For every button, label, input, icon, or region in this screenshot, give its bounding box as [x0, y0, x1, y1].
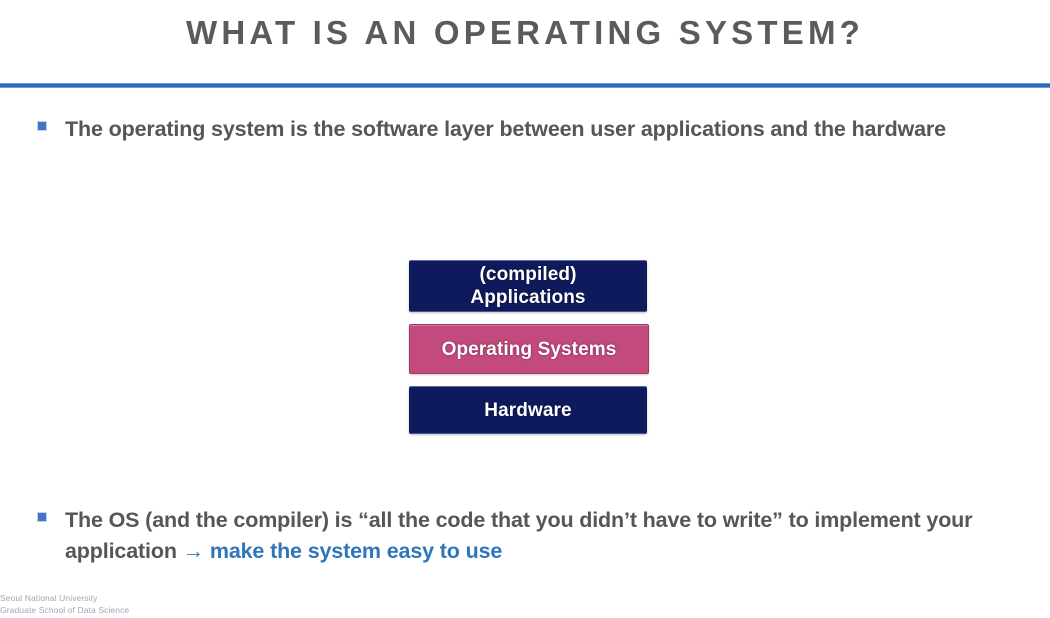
stack-layer-applications: (compiled) Applications	[409, 260, 647, 312]
bullet-list-top: The operating system is the software lay…	[38, 114, 1018, 145]
os-layer-stack-diagram: (compiled) Applications Operating System…	[409, 260, 649, 434]
slide-footer: Seoul National University Graduate Schoo…	[0, 593, 129, 616]
stack-layer-applications-line2: Applications	[470, 287, 586, 308]
bullet-text-os-definition-lead: The OS (and the compiler) is “all the co…	[65, 508, 973, 563]
stack-layer-operating-systems: Operating Systems	[409, 324, 649, 374]
footer-school: Graduate School of Data Science	[0, 604, 130, 615]
right-arrow-icon: →	[182, 539, 205, 563]
page-title: WHAT IS AN OPERATING SYSTEM?	[186, 14, 864, 51]
square-bullet-icon	[38, 122, 46, 130]
stack-layer-applications-line1: (compiled)	[479, 264, 577, 285]
title-divider-rule	[0, 83, 1050, 88]
list-item: The OS (and the compiler) is “all the co…	[38, 505, 1018, 567]
bullet-list-bottom: The OS (and the compiler) is “all the co…	[38, 505, 1018, 567]
bullet-text-intro: The operating system is the software lay…	[65, 117, 946, 141]
square-bullet-icon	[38, 513, 46, 521]
list-item: The operating system is the software lay…	[38, 114, 1018, 145]
stack-layer-hardware: Hardware	[409, 386, 647, 434]
stack-layer-hardware-label: Hardware	[484, 399, 572, 421]
bullet-text-os-definition: The OS (and the compiler) is “all the co…	[65, 508, 973, 563]
footer-university: Seoul National University	[0, 593, 98, 603]
stack-layer-operating-systems-label: Operating Systems	[441, 338, 617, 360]
bullet-text-os-definition-accent: make the system easy to use	[204, 539, 503, 563]
